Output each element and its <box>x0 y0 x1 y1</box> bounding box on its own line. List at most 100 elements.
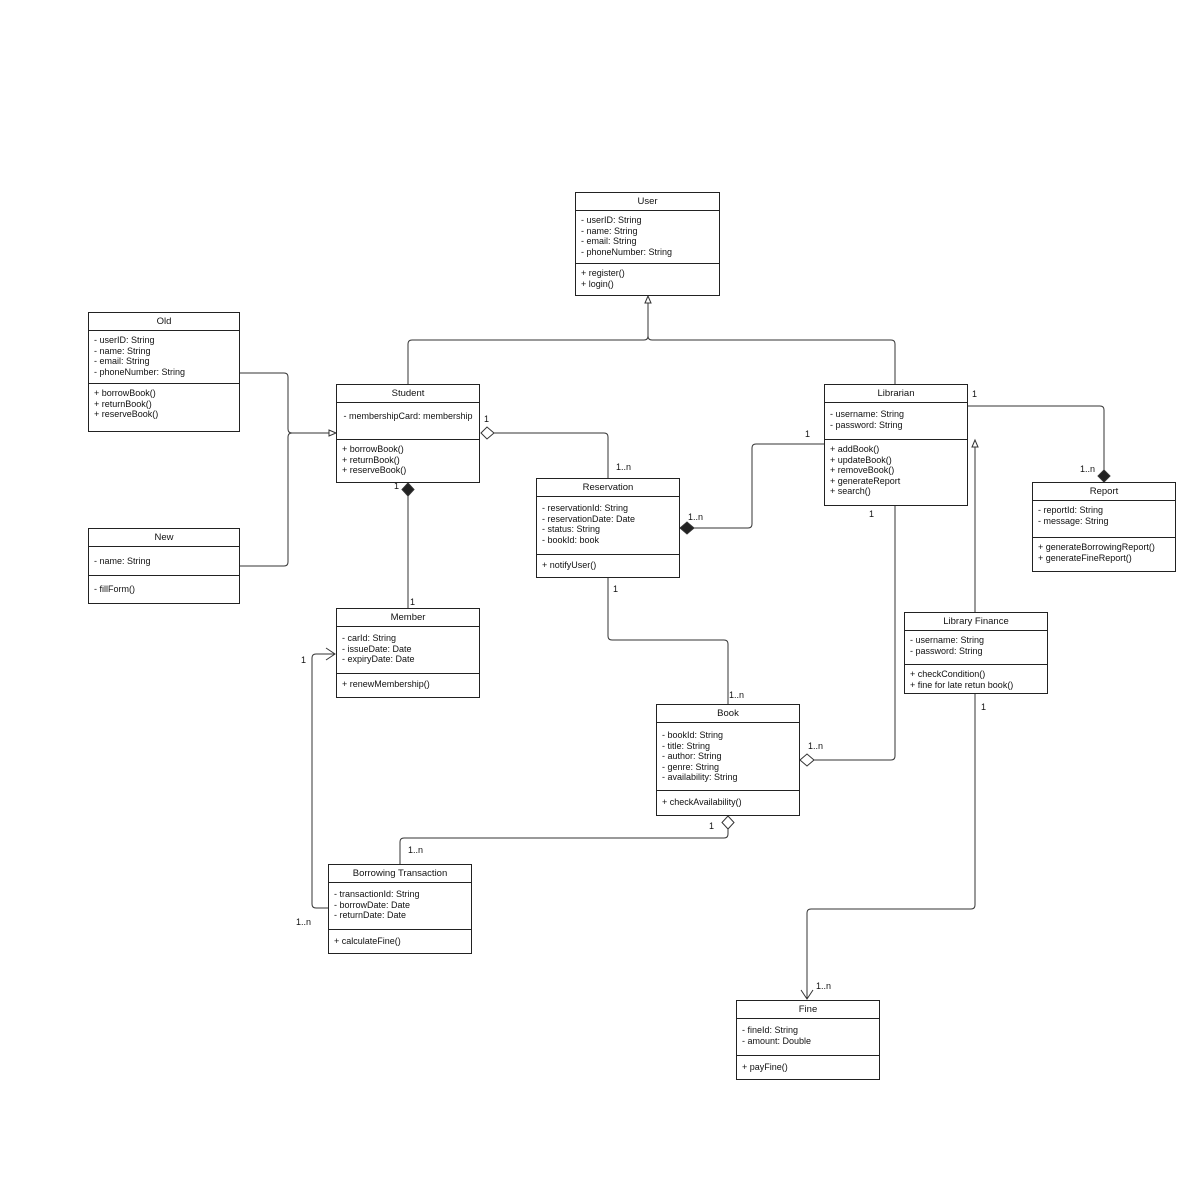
class-user[interactable]: User - userID: String - name: String - e… <box>575 192 720 296</box>
class-report[interactable]: Report - reportId: String - message: Str… <box>1032 482 1176 572</box>
attribute: - email: String <box>94 356 150 366</box>
operation: + removeBook() <box>830 465 895 475</box>
operation: + register() <box>581 268 625 278</box>
composition-diamond-student <box>401 482 415 497</box>
operation: + generateReport <box>830 475 901 486</box>
multiplicity-label: 1 <box>394 481 400 491</box>
generalization-arrowhead-user <box>644 294 652 304</box>
association-librarian-report <box>968 405 1105 470</box>
class-member-attributes: - carId: String - issueDate: Date - expi… <box>337 627 479 674</box>
class-student-operations: + borrowBook() + returnBook() + reserveB… <box>337 440 479 476</box>
operation: + checkCondition() <box>910 669 986 679</box>
attribute: - userID: String <box>94 335 155 345</box>
class-book-attributes: - bookId: String - title: String - autho… <box>657 723 799 791</box>
association-book-transaction <box>399 829 729 864</box>
multiplicity-label: 1 <box>972 389 978 399</box>
attribute: - name: String <box>94 556 151 566</box>
operation: + search() <box>830 486 871 496</box>
class-old-attributes: - userID: String - name: String - email:… <box>89 331 239 384</box>
class-librarian[interactable]: Librarian - username: String - password:… <box>824 384 968 506</box>
attribute: - status: String <box>542 524 601 534</box>
attribute: - returnDate: Date <box>334 910 407 920</box>
generalization-arrowhead-librarian <box>971 438 979 448</box>
attribute: - expiryDate: Date <box>342 654 415 664</box>
association-reservation-book <box>607 578 729 704</box>
multiplicity-label: 1 <box>981 702 987 712</box>
operation: + notifyUser() <box>542 560 597 570</box>
class-fine[interactable]: Fine - fineId: String - amount: Double +… <box>736 1000 880 1080</box>
attribute: - password: String <box>910 645 983 656</box>
attribute: - carId: String <box>342 633 397 643</box>
class-student-name: Student <box>337 385 479 403</box>
operation: + generateFineReport() <box>1038 552 1132 563</box>
operation: + updateBook() <box>830 454 892 465</box>
class-member[interactable]: Member - carId: String - issueDate: Date… <box>336 608 480 698</box>
operation: + payFine() <box>742 1062 788 1072</box>
class-old[interactable]: Old - userID: String - name: String - em… <box>88 312 240 432</box>
attribute: - author: String <box>662 751 722 761</box>
attribute: - message: String <box>1038 515 1109 526</box>
class-new-name: New <box>89 529 239 547</box>
operation: + returnBook() <box>94 398 152 409</box>
class-user-operations: + register() + login() <box>576 264 719 289</box>
class-fine-operations: + payFine() <box>737 1056 879 1073</box>
operation: + renewMembership() <box>342 679 430 689</box>
open-arrowhead-fine <box>800 989 814 1000</box>
class-book-name: Book <box>657 705 799 723</box>
attribute: - amount: Double <box>742 1035 812 1046</box>
class-reservation-attributes: - reservationId: String - reservationDat… <box>537 497 679 555</box>
generalization-librarian-user <box>647 335 896 384</box>
operation: + login() <box>581 278 614 289</box>
operation: + calculateFine() <box>334 936 401 946</box>
composition-diamond-report <box>1097 469 1111 483</box>
class-old-operations: + borrowBook() + returnBook() + reserveB… <box>89 384 239 420</box>
class-borrowing-transaction-name: Borrowing Transaction <box>329 865 471 883</box>
association-librarian-book <box>814 506 896 761</box>
attribute: - genre: String <box>662 761 720 772</box>
aggregation-diamond-transaction <box>721 815 735 830</box>
class-member-name: Member <box>337 609 479 627</box>
attribute: - membershipCard: membership <box>343 411 473 421</box>
class-borrowing-transaction[interactable]: Borrowing Transaction - transactionId: S… <box>328 864 472 954</box>
class-library-finance[interactable]: Library Finance - username: String - pas… <box>904 612 1048 694</box>
multiplicity-label: 1 <box>869 509 875 519</box>
operation: + borrowBook() <box>94 388 156 398</box>
operation: + fine for late retun book() <box>910 679 1014 690</box>
multiplicity-label: 1..n <box>808 741 824 751</box>
generalization-arrowhead-student <box>328 429 338 437</box>
class-librarian-attributes: - username: String - password: String <box>825 403 967 440</box>
attribute: - password: String <box>830 419 903 430</box>
multiplicity-label: 1..n <box>729 690 745 700</box>
multiplicity-label: 1..n <box>1080 464 1096 474</box>
multiplicity-label: 1 <box>484 414 490 424</box>
class-librarian-operations: + addBook() + updateBook() + removeBook(… <box>825 440 967 497</box>
class-librarian-name: Librarian <box>825 385 967 403</box>
class-student[interactable]: Student - membershipCard: membership + b… <box>336 384 480 483</box>
open-arrowhead-member <box>325 647 336 661</box>
aggregation-diamond-book <box>799 753 815 767</box>
class-borrowing-transaction-operations: + calculateFine() <box>329 930 471 947</box>
class-book[interactable]: Book - bookId: String - title: String - … <box>656 704 800 816</box>
attribute: - borrowDate: Date <box>334 899 411 910</box>
operation: + checkAvailability() <box>662 797 742 807</box>
class-member-operations: + renewMembership() <box>337 674 479 690</box>
multiplicity-label: 1 <box>410 597 416 607</box>
attribute: - name: String <box>94 345 151 356</box>
operation: + reserveBook() <box>94 409 159 419</box>
operation: + returnBook() <box>342 454 400 465</box>
class-reservation[interactable]: Reservation - reservationId: String - re… <box>536 478 680 578</box>
class-fine-name: Fine <box>737 1001 879 1019</box>
attribute: - issueDate: Date <box>342 643 412 654</box>
attribute: - username: String <box>910 635 985 645</box>
operation: + addBook() <box>830 444 880 454</box>
class-reservation-name: Reservation <box>537 479 679 497</box>
attribute: - reportId: String <box>1038 505 1104 515</box>
attribute: - availability: String <box>662 772 738 782</box>
class-new[interactable]: New - name: String - fillForm() <box>88 528 240 604</box>
class-book-operations: + checkAvailability() <box>657 791 799 808</box>
attribute: - reservationDate: Date <box>542 513 636 524</box>
attribute: - name: String <box>581 225 638 236</box>
operation: + generateBorrowingReport() <box>1038 542 1155 552</box>
attribute: - bookId: book <box>542 534 600 545</box>
